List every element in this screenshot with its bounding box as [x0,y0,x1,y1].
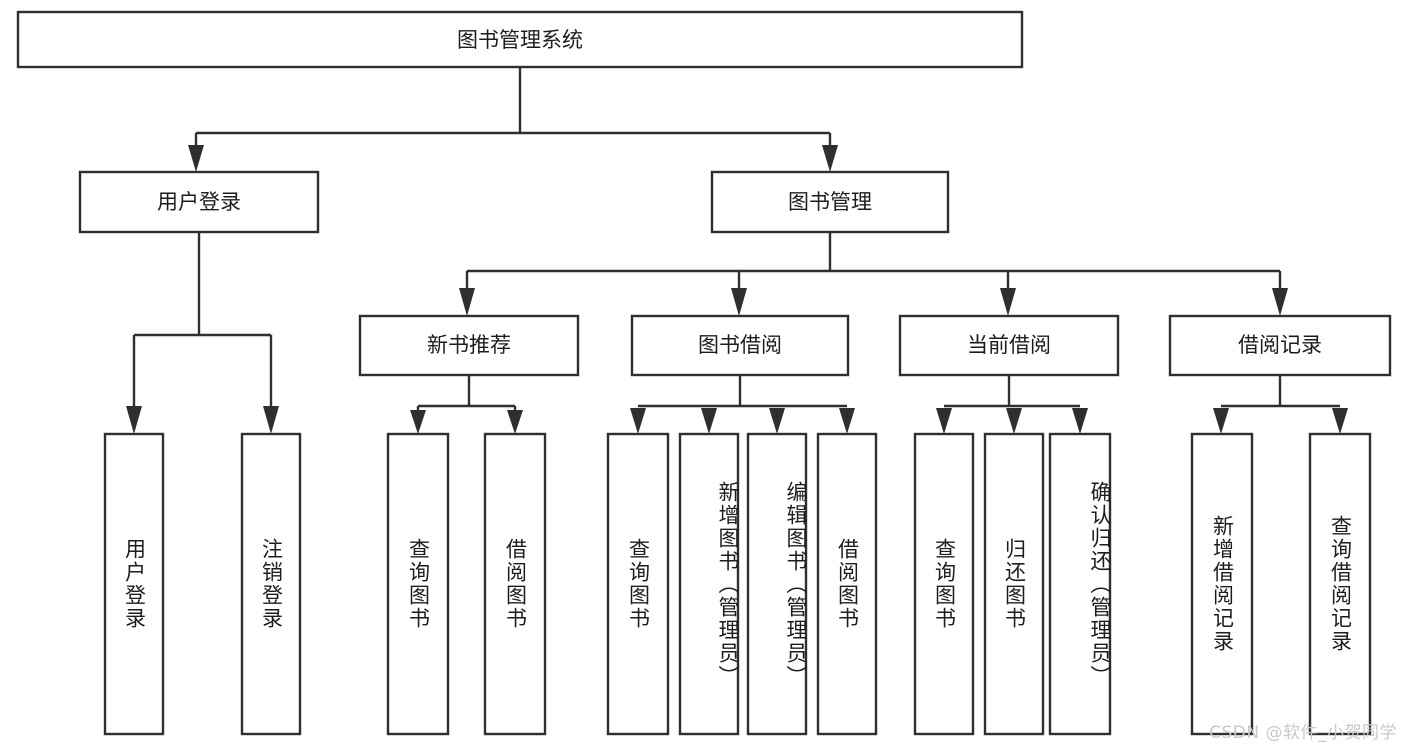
arrow-head-leaf-query-record [1332,408,1348,434]
connector-group-new-book-rec [410,375,523,434]
node-book-borrow-label: 图书借阅 [698,333,782,357]
leaf-box-query-book-cur[interactable] [913,432,975,736]
connector-group-root [188,67,838,172]
connector-group-borrow-record [1213,375,1348,434]
arrow-head-user-login [188,145,204,172]
node-new-book-rec-label: 新书推荐 [427,333,511,357]
arrow-head-leaf-borrow-book-rec [507,410,523,434]
arrow-head-leaf-query-book-rec [410,410,426,434]
arrow-head-borrow-record [1272,288,1288,316]
connector-group-book-manage [459,232,1288,316]
arrow-head-current-borrow [1000,288,1016,316]
arrow-head-leaf-add-record [1213,408,1229,434]
leaf-box-borrow-book[interactable] [816,432,878,736]
arrow-head-leaf-edit-book [769,408,785,434]
leaf-box-confirm-return[interactable] [1048,432,1112,736]
node-user-login-label: 用户登录 [157,190,241,214]
arrow-head-leaf-confirm-return [1072,408,1088,434]
connector-group-book-borrow [630,375,855,434]
arrow-head-leaf-borrow-book [839,408,855,434]
node-current-borrow-label: 当前借阅 [967,333,1051,357]
node-book-manage-label: 图书管理 [788,190,872,214]
node-new-book-rec[interactable]: 新书推荐 [358,314,580,377]
leaf-box-user-login[interactable] [103,432,165,736]
leaf-box-group [103,432,1372,736]
arrow-head-leaf-query-book-borrow [630,408,646,434]
arrow-head-leaf-user-login [126,406,142,434]
arrow-head-leaf-logout [263,406,279,434]
arrow-head-new-book-rec [459,288,475,316]
arrow-head-leaf-return-book [1006,408,1022,434]
leaf-box-add-record[interactable] [1190,432,1254,736]
arrow-head-leaf-query-book-cur [936,408,952,434]
leaf-box-return-book[interactable] [983,432,1045,736]
leaf-box-edit-book[interactable] [746,432,808,736]
leaf-box-query-record[interactable] [1308,432,1372,736]
connector-group-user-login [126,232,279,434]
node-book-manage[interactable]: 图书管理 [710,170,950,234]
node-borrow-record-box[interactable] [1168,314,1392,377]
watermark-text: CSDN @软件_小贺同学 [1209,723,1397,743]
leaf-box-query-book-borrow[interactable] [606,432,670,736]
node-user-login-box[interactable] [78,170,320,234]
node-current-borrow-box[interactable] [898,314,1120,377]
arrow-head-book-manage [822,145,838,172]
node-root[interactable]: 图书管理系统 [16,10,1024,69]
arrow-head-book-borrow [731,288,747,316]
connector-group-current-borrow [936,375,1088,434]
leaf-box-logout[interactable] [240,432,302,736]
node-book-borrow[interactable]: 图书借阅 [630,314,850,377]
node-root-box[interactable] [16,10,1024,69]
node-new-book-rec-box[interactable] [358,314,580,377]
node-user-login[interactable]: 用户登录 [78,170,320,234]
leaf-box-add-book[interactable] [678,432,740,736]
node-borrow-record-label: 借阅记录 [1238,333,1322,357]
node-borrow-record[interactable]: 借阅记录 [1168,314,1392,377]
leaf-box-query-book-rec[interactable] [386,432,450,736]
node-root-label: 图书管理系统 [457,28,583,52]
leaf-box-borrow-book-rec[interactable] [483,432,547,736]
node-current-borrow[interactable]: 当前借阅 [898,314,1120,377]
node-book-manage-box[interactable] [710,170,950,234]
arrow-head-leaf-add-book [701,408,717,434]
node-book-borrow-box[interactable] [630,314,850,377]
